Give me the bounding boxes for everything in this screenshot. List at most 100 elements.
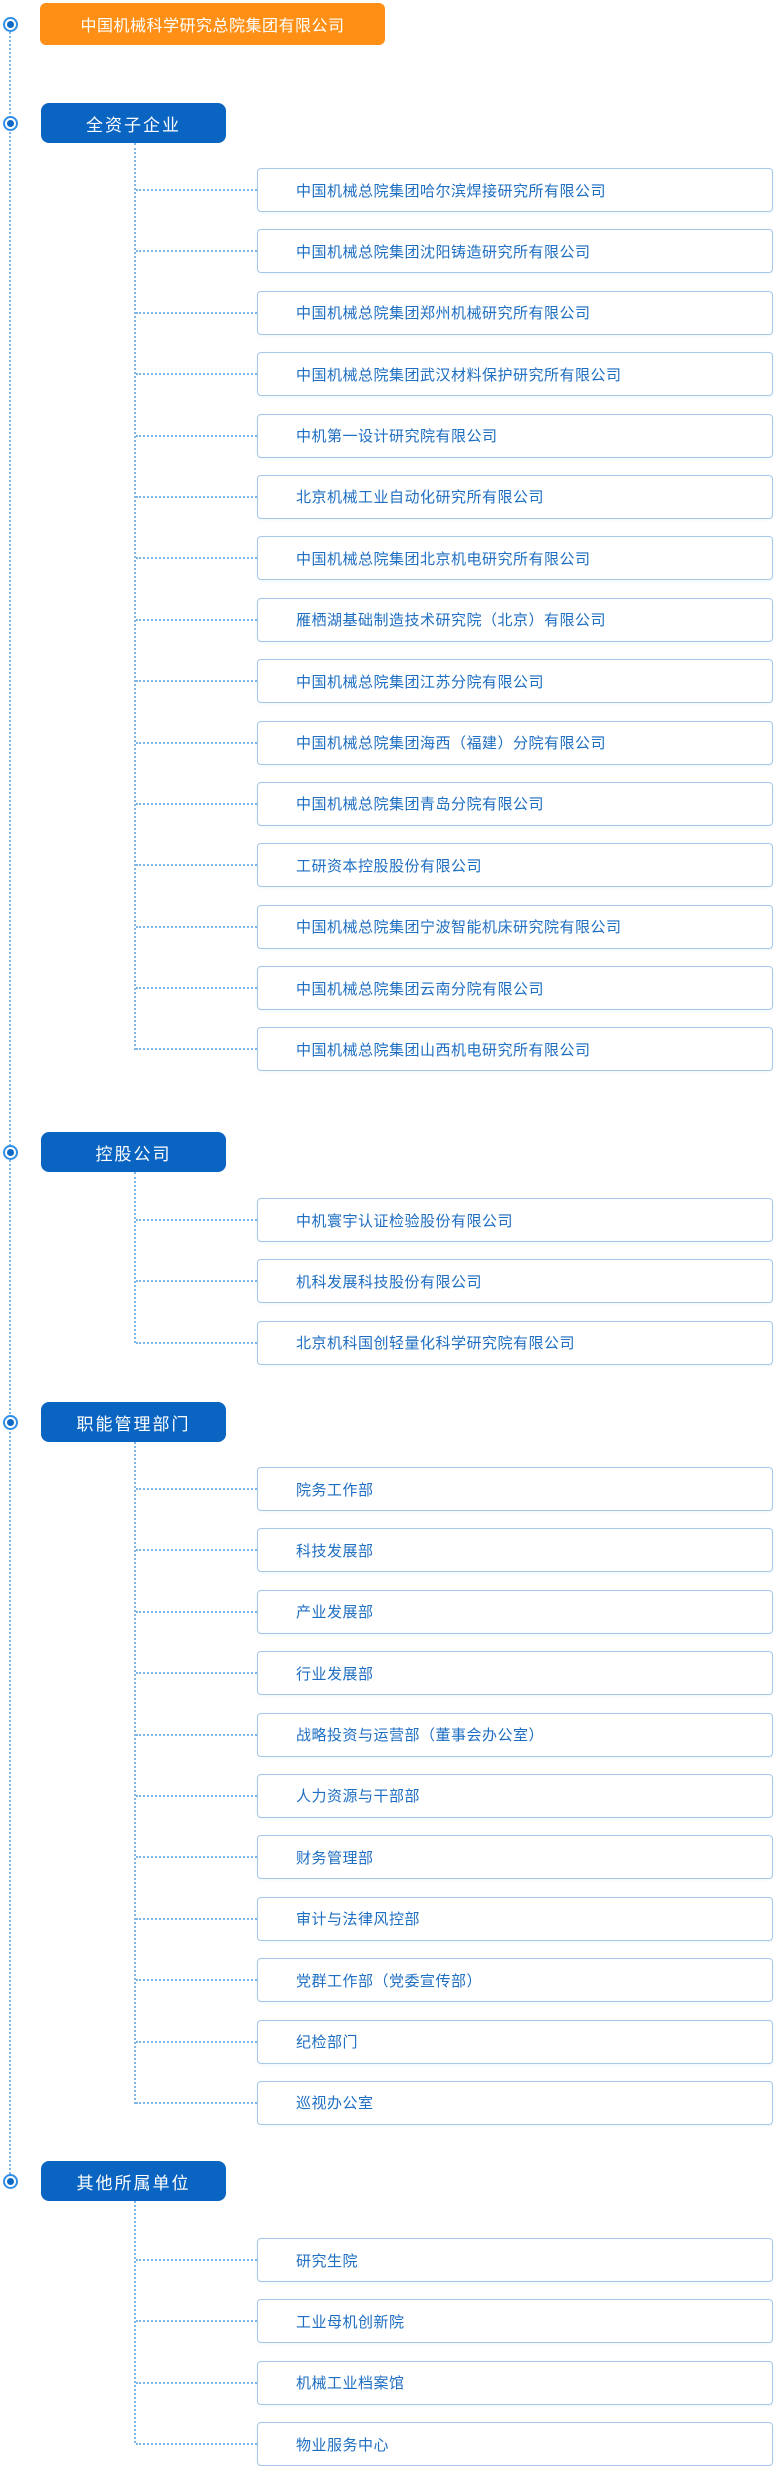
org-item-box: 战略投资与运营部（董事会办公室） bbox=[257, 1712, 773, 1757]
org-item-row: 中国机械总院集团山西机电研究所有限公司 bbox=[136, 1027, 773, 1072]
org-item-box: 中机第一设计研究院有限公司 bbox=[257, 413, 773, 458]
org-item-row: 科技发展部 bbox=[136, 1528, 773, 1573]
org-item-box: 中国机械总院集团云南分院有限公司 bbox=[257, 966, 773, 1011]
dotted-connector-horizontal bbox=[136, 1280, 257, 1283]
org-item-label: 中国机械总院集团青岛分院有限公司 bbox=[296, 795, 545, 814]
bullet-inner-dot bbox=[7, 120, 14, 127]
org-item-label: 工业母机创新院 bbox=[296, 2312, 405, 2331]
org-item-label: 审计与法律风控部 bbox=[296, 1910, 421, 1929]
radio-dot-icon[interactable] bbox=[3, 116, 18, 131]
org-item-row: 党群工作部（党委宣传部） bbox=[136, 1958, 773, 2003]
dotted-connector-horizontal bbox=[136, 189, 257, 191]
org-item-row: 机械工业档案馆 bbox=[136, 2360, 773, 2405]
category-label: 职能管理部门 bbox=[76, 1414, 191, 1435]
dotted-connector-horizontal bbox=[136, 2443, 257, 2446]
dotted-connector-horizontal bbox=[136, 495, 257, 498]
org-item-box: 工业母机创新院 bbox=[257, 2299, 773, 2344]
category-box[interactable]: 职能管理部门 bbox=[41, 1402, 226, 1442]
org-item-box: 科技发展部 bbox=[257, 1528, 773, 1573]
dotted-connector-horizontal bbox=[136, 987, 257, 990]
org-item-row: 行业发展部 bbox=[136, 1651, 773, 1696]
org-item-label: 院务工作部 bbox=[296, 1480, 374, 1499]
org-item-row: 审计与法律风控部 bbox=[136, 1896, 773, 1941]
org-item-box: 中国机械总院集团沈阳铸造研究所有限公司 bbox=[257, 229, 773, 274]
dotted-connector-horizontal bbox=[136, 1979, 257, 1982]
org-item-label: 中国机械总院集团沈阳铸造研究所有限公司 bbox=[296, 242, 591, 261]
org-item-row: 院务工作部 bbox=[136, 1467, 773, 1511]
dotted-connector-horizontal bbox=[136, 311, 257, 314]
bullet-inner-dot bbox=[7, 21, 14, 28]
tree-rail-dotted-line bbox=[9, 28, 11, 2178]
dotted-connector-vertical bbox=[134, 1442, 136, 2104]
dotted-connector-horizontal bbox=[136, 1672, 257, 1675]
category-box[interactable]: 全资子企业 bbox=[41, 103, 226, 143]
org-item-row: 北京机科国创轻量化科学研究院有限公司 bbox=[136, 1320, 773, 1365]
org-item-box: 中国机械总院集团哈尔滨焊接研究所有限公司 bbox=[257, 168, 773, 212]
dotted-connector-horizontal bbox=[136, 250, 257, 253]
category-label: 其他所属单位 bbox=[76, 2173, 191, 2194]
org-item-row: 战略投资与运营部（董事会办公室） bbox=[136, 1712, 773, 1757]
org-item-box: 党群工作部（党委宣传部） bbox=[257, 1958, 773, 2003]
radio-dot-icon[interactable] bbox=[3, 1415, 18, 1430]
org-item-row: 巡视办公室 bbox=[136, 2080, 773, 2125]
org-item-row: 北京机械工业自动化研究所有限公司 bbox=[136, 474, 773, 519]
org-item-box: 物业服务中心 bbox=[257, 2422, 773, 2466]
org-item-row: 中国机械总院集团青岛分院有限公司 bbox=[136, 781, 773, 826]
dotted-connector-horizontal bbox=[136, 2320, 257, 2323]
org-item-row: 中国机械总院集团沈阳铸造研究所有限公司 bbox=[136, 229, 773, 274]
org-item-label: 北京机械工业自动化研究所有限公司 bbox=[296, 488, 545, 507]
dotted-connector-horizontal bbox=[136, 864, 257, 867]
org-item-box: 机械工业档案馆 bbox=[257, 2360, 773, 2405]
dotted-connector-horizontal bbox=[136, 741, 257, 744]
org-item-row: 中国机械总院集团武汉材料保护研究所有限公司 bbox=[136, 352, 773, 397]
dotted-connector-horizontal bbox=[136, 802, 257, 805]
root-org-box: 中国机械科学研究总院集团有限公司 bbox=[40, 3, 385, 45]
dotted-connector-horizontal bbox=[136, 557, 257, 560]
org-item-label: 产业发展部 bbox=[296, 1603, 374, 1622]
org-item-label: 物业服务中心 bbox=[296, 2435, 390, 2454]
item-list: 中国机械总院集团哈尔滨焊接研究所有限公司中国机械总院集团沈阳铸造研究所有限公司中… bbox=[136, 168, 773, 1072]
dotted-connector-vertical bbox=[134, 2201, 136, 2443]
org-item-label: 中国机械总院集团哈尔滨焊接研究所有限公司 bbox=[296, 181, 607, 200]
org-item-box: 机科发展科技股份有限公司 bbox=[257, 1259, 773, 1304]
bullet-inner-dot bbox=[7, 1419, 14, 1426]
org-item-label: 中国机械总院集团山西机电研究所有限公司 bbox=[296, 1040, 591, 1059]
org-item-label: 中国机械总院集团宁波智能机床研究院有限公司 bbox=[296, 918, 622, 937]
category-label: 控股公司 bbox=[95, 1144, 172, 1165]
dotted-connector-horizontal bbox=[136, 373, 257, 376]
org-item-label: 中国机械总院集团海西（福建）分院有限公司 bbox=[296, 734, 607, 753]
dotted-connector-horizontal bbox=[136, 618, 257, 621]
category-label: 全资子企业 bbox=[86, 115, 181, 136]
root-org-label: 中国机械科学研究总院集团有限公司 bbox=[80, 16, 345, 35]
org-item-box: 中国机械总院集团山西机电研究所有限公司 bbox=[257, 1027, 773, 1072]
radio-dot-icon[interactable] bbox=[3, 17, 18, 32]
org-item-row: 中国机械总院集团海西（福建）分院有限公司 bbox=[136, 720, 773, 765]
org-item-row: 中国机械总院集团江苏分院有限公司 bbox=[136, 659, 773, 704]
category-box[interactable]: 控股公司 bbox=[41, 1132, 226, 1172]
org-item-box: 院务工作部 bbox=[257, 1467, 773, 1511]
org-item-box: 财务管理部 bbox=[257, 1835, 773, 1880]
dotted-connector-horizontal bbox=[136, 1917, 257, 1920]
org-item-row: 人力资源与干部部 bbox=[136, 1773, 773, 1818]
radio-dot-icon[interactable] bbox=[3, 2174, 18, 2189]
org-item-row: 研究生院 bbox=[136, 2238, 773, 2282]
org-item-label: 雁栖湖基础制造技术研究院（北京）有限公司 bbox=[296, 611, 607, 630]
org-item-label: 研究生院 bbox=[296, 2251, 359, 2270]
dotted-connector-horizontal bbox=[136, 1794, 257, 1797]
dotted-connector-horizontal bbox=[136, 1856, 257, 1859]
org-item-box: 审计与法律风控部 bbox=[257, 1896, 773, 1941]
org-item-row: 物业服务中心 bbox=[136, 2422, 773, 2466]
org-item-row: 中国机械总院集团宁波智能机床研究院有限公司 bbox=[136, 904, 773, 949]
item-list: 院务工作部科技发展部产业发展部行业发展部战略投资与运营部（董事会办公室） 人力资源… bbox=[136, 1467, 773, 2125]
org-item-row: 产业发展部 bbox=[136, 1589, 773, 1634]
bullet-inner-dot bbox=[7, 2178, 14, 2185]
org-item-label: 机科发展科技股份有限公司 bbox=[296, 1272, 483, 1291]
radio-dot-icon[interactable] bbox=[3, 1145, 18, 1160]
org-item-label: 纪检部门 bbox=[296, 2033, 359, 2052]
category-box[interactable]: 其他所属单位 bbox=[41, 2161, 226, 2201]
org-item-row: 机科发展科技股份有限公司 bbox=[136, 1259, 773, 1304]
org-item-label: 科技发展部 bbox=[296, 1541, 374, 1560]
dotted-connector-vertical bbox=[134, 143, 136, 1050]
dotted-connector-horizontal bbox=[136, 1610, 257, 1613]
